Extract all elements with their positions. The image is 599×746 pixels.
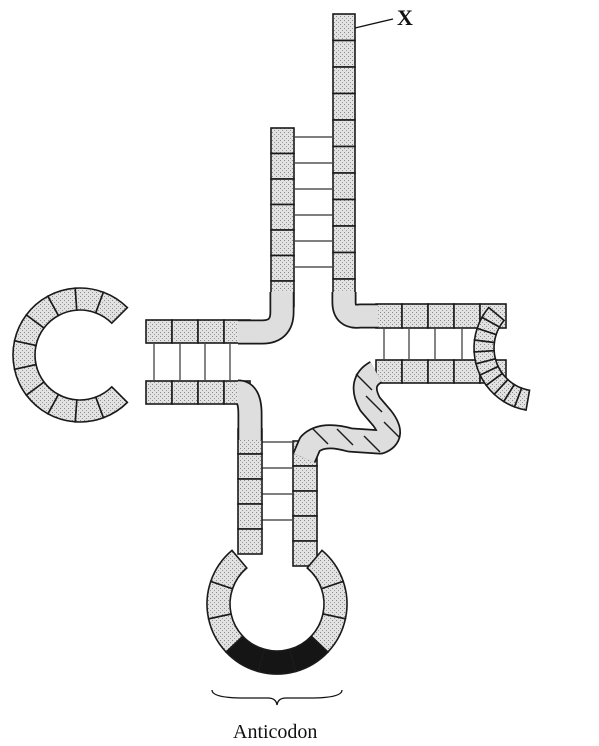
acceptor-3prime-nucleotide — [333, 120, 355, 147]
d-stem-nucleotide — [198, 381, 224, 404]
acceptor-5prime-nucleotide — [271, 154, 294, 180]
x-label: X — [397, 5, 413, 30]
anticodon-loop — [207, 550, 347, 674]
d-stem-nucleotide — [172, 320, 198, 343]
connectors — [238, 292, 378, 440]
anticodon-stem-nucleotide — [238, 529, 262, 554]
d-stem-nucleotide — [172, 381, 198, 404]
acceptor-5prime-nucleotide — [271, 179, 294, 205]
t-loop — [474, 308, 530, 411]
acceptor-3prime-nucleotide — [333, 200, 355, 227]
variable-loop — [304, 372, 400, 458]
connector-d-bottom — [238, 392, 250, 440]
connector-d-top — [238, 292, 282, 332]
anticodon-stem-nucleotide — [238, 479, 262, 504]
aa-stem-nucleotide — [454, 304, 480, 328]
acceptor-3prime-nucleotide — [333, 147, 355, 174]
acceptor-5prime-nucleotide — [271, 128, 294, 154]
acceptor-3prime-nucleotide — [333, 253, 355, 280]
acceptor-3prime-nucleotide — [333, 94, 355, 121]
aa-stem-nucleotide — [376, 304, 402, 328]
acceptor-5prime-nucleotide — [271, 230, 294, 256]
aa-stem-nucleotide — [428, 360, 454, 383]
x-leader-line — [355, 19, 393, 28]
acceptor-5prime-nucleotide — [271, 205, 294, 231]
aa-stem-nucleotide — [428, 304, 454, 328]
acceptor-5prime-nucleotide — [271, 256, 294, 282]
d-stem-nucleotide — [146, 381, 172, 404]
anticodon-loop-nucleotide — [211, 550, 247, 588]
aa-stem-nucleotide — [402, 304, 428, 328]
anticodon-stem-nucleotide — [238, 504, 262, 529]
d-stem-nucleotide — [198, 320, 224, 343]
anticodon-stem-nucleotide — [238, 454, 262, 479]
d-stem-nucleotide — [146, 320, 172, 343]
d-arm — [146, 320, 250, 404]
variable-loop-band — [304, 372, 389, 458]
anticodon-stem-nucleotide — [293, 491, 317, 516]
anticodon-loop-nucleotide — [321, 581, 347, 618]
anticodon-brace — [212, 690, 342, 705]
acceptor-stem — [271, 14, 355, 307]
acceptor-3prime-nucleotide — [333, 41, 355, 68]
acceptor-3prime-nucleotide — [333, 14, 355, 41]
d-loop — [13, 288, 127, 422]
aa-stem-nucleotide — [402, 360, 428, 383]
anticodon-stem-nucleotide — [293, 516, 317, 541]
acceptor-3prime-nucleotide — [333, 173, 355, 200]
acceptor-3prime-nucleotide — [333, 226, 355, 253]
acceptor-3prime-nucleotide — [333, 67, 355, 94]
anticodon-stem-nucleotide — [293, 466, 317, 491]
anticodon-label: Anticodon — [233, 721, 317, 743]
